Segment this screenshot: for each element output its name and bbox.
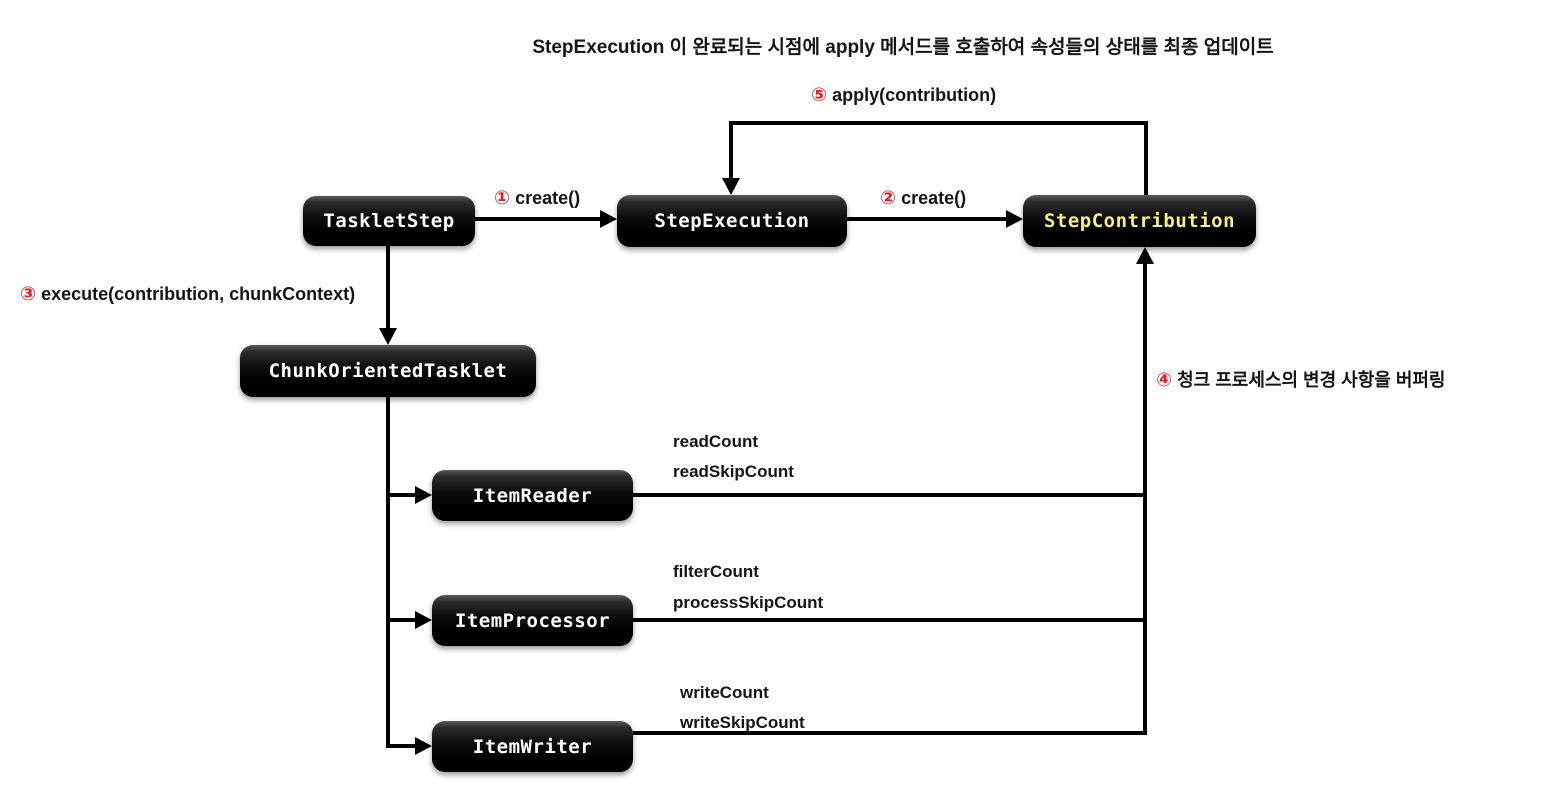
node-chunk-oriented-tasklet: ChunkOrientedTasklet	[240, 345, 536, 397]
node-tasklet-step: TaskletStep	[303, 196, 475, 246]
create-2-line	[847, 217, 1007, 221]
reader-arrowhead-icon	[415, 486, 432, 504]
buffer-arrowhead-icon	[1136, 247, 1154, 264]
apply-line-left	[729, 121, 733, 179]
label-create-2-text: create()	[901, 188, 967, 208]
execute-line	[386, 246, 390, 329]
writer-arrowhead-icon	[415, 737, 432, 755]
step-number-4: ④	[1156, 370, 1173, 391]
node-item-reader: ItemReader	[432, 470, 633, 521]
processor-arrowhead-icon	[415, 611, 432, 629]
diagram-title: StepExecution 이 완료되는 시점에 apply 메서드를 호출하여…	[532, 37, 1274, 58]
metric-read-count: readCount	[673, 432, 758, 451]
processor-branch-line	[388, 618, 416, 622]
step-number-1: ①	[494, 188, 511, 209]
create-2-arrowhead-icon	[1006, 210, 1023, 228]
step-number-5: ⑤	[811, 85, 828, 106]
node-step-execution: StepExecution	[617, 195, 847, 247]
apply-line-right	[1144, 121, 1148, 195]
label-buffering-text: 청크 프로세스의 변경 사항을 버퍼링	[1177, 370, 1446, 390]
metric-read-skip-count: readSkipCount	[673, 462, 794, 481]
apply-arrowhead-icon	[722, 178, 740, 195]
node-item-processor: ItemProcessor	[432, 595, 633, 646]
label-execute-text: execute(contribution, chunkContext)	[41, 284, 356, 304]
create-1-line	[475, 217, 605, 221]
writer-branch-line	[388, 744, 416, 748]
label-apply-text: apply(contribution)	[832, 85, 997, 105]
metric-write-count: writeCount	[680, 683, 769, 702]
step-number-3: ③	[20, 284, 37, 305]
processor-metric-line	[633, 618, 1147, 622]
reader-branch-line	[388, 493, 416, 497]
writer-metric-line	[633, 731, 1147, 735]
metric-filter-count: filterCount	[673, 562, 759, 581]
reader-metric-line	[633, 493, 1147, 497]
node-item-writer: ItemWriter	[432, 721, 633, 772]
metric-write-skip-count: writeSkipCount	[680, 713, 805, 732]
execute-arrowhead-icon	[379, 328, 397, 345]
apply-line-top	[729, 121, 1148, 125]
create-1-arrowhead-icon	[600, 210, 617, 228]
metric-process-skip-count: processSkipCount	[673, 593, 824, 612]
label-create-1-text: create()	[515, 188, 581, 208]
step-number-2: ②	[880, 188, 897, 209]
node-step-contribution: StepContribution	[1023, 195, 1256, 247]
tasklet-trunk-line	[386, 397, 390, 748]
buffer-line	[1143, 262, 1147, 735]
